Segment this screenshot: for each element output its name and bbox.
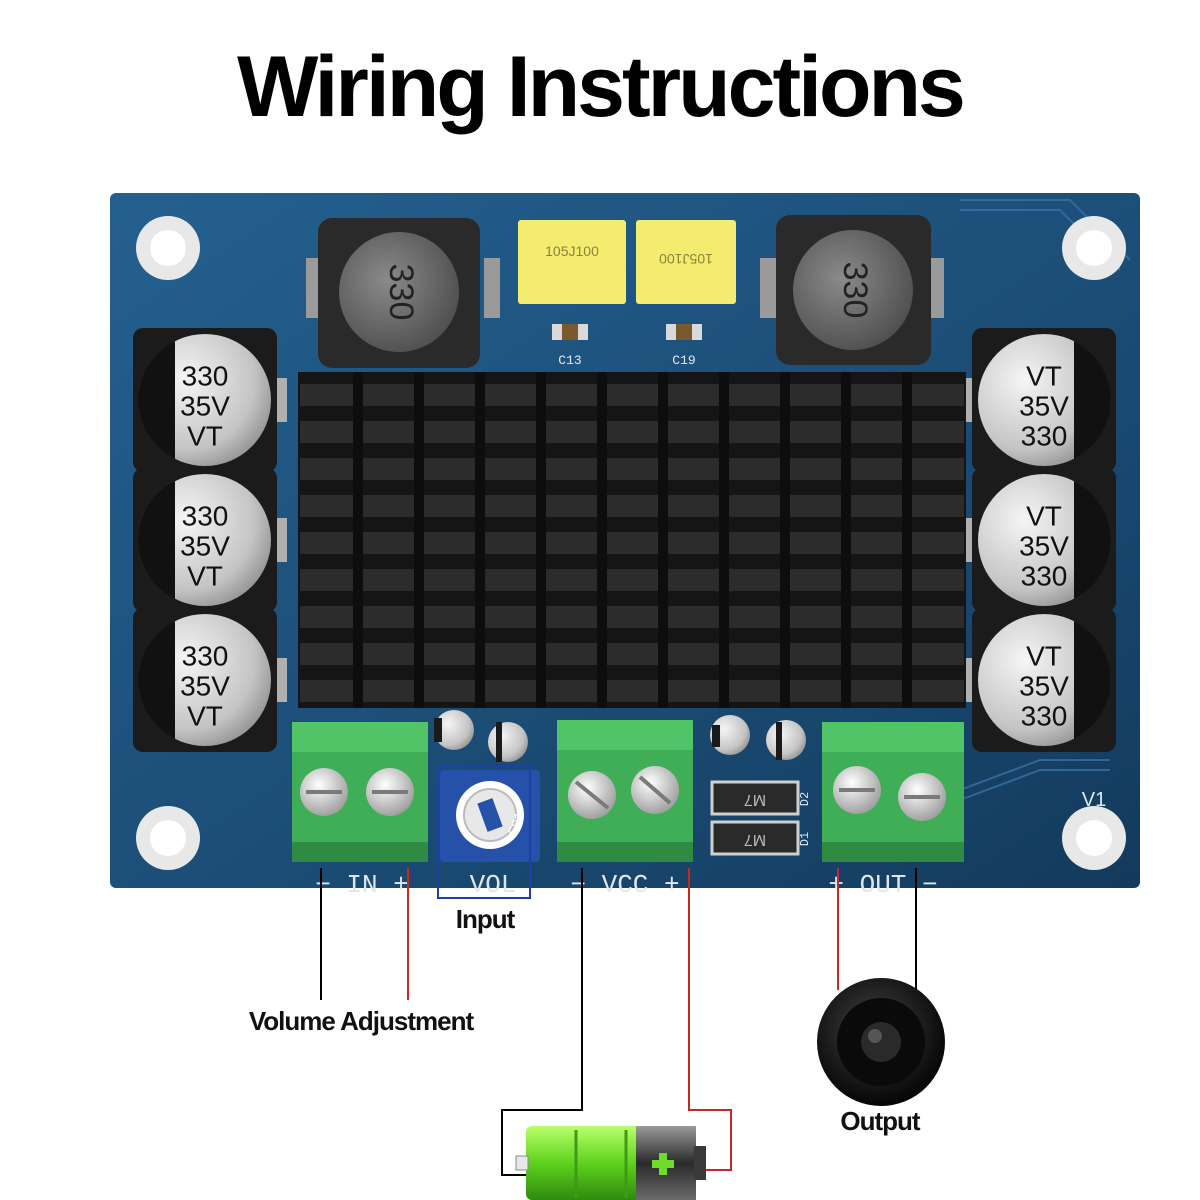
heatsink-fin	[300, 606, 964, 628]
svg-text:D1: D1	[798, 832, 812, 846]
heatsink	[298, 372, 966, 708]
heatsink-fin	[300, 643, 964, 665]
svg-text:M7: M7	[744, 831, 766, 848]
terminal-block-vcc[interactable]	[557, 720, 693, 862]
smd-capacitor: C19	[666, 324, 702, 368]
terminal-block-out[interactable]	[822, 722, 964, 862]
silkscreen-vol: VOL	[470, 870, 517, 900]
heatsink-groove	[658, 372, 668, 708]
film-capacitor: 105J100	[636, 220, 736, 304]
silkscreen-vcc: − VCC +	[570, 870, 679, 900]
capacitor-label: VT	[187, 420, 223, 451]
silkscreen-out: + OUT −	[828, 870, 937, 900]
battery-icon	[515, 1126, 706, 1200]
mounting-hole	[136, 806, 200, 870]
capacitor-label: 35V	[180, 530, 230, 561]
svg-text:D2: D2	[798, 792, 812, 806]
svg-text:105J100: 105J100	[659, 251, 713, 267]
heatsink-groove	[536, 372, 546, 708]
capacitor-label: VT	[1026, 360, 1062, 391]
small-capacitor	[710, 715, 750, 755]
version-label: V1	[1082, 789, 1106, 811]
capacitor-label: VT	[1026, 640, 1062, 671]
inductor-left: 330	[306, 218, 500, 368]
heatsink-groove	[719, 372, 729, 708]
svg-text:M7: M7	[744, 791, 766, 808]
diode: M7 D1	[710, 820, 812, 856]
capacitor-label: 35V	[180, 390, 230, 421]
svg-text:C19: C19	[672, 353, 695, 368]
capacitor-label: 35V	[1019, 390, 1069, 421]
capacitor-label: 330	[182, 360, 229, 391]
heatsink-fin	[300, 458, 964, 480]
heatsink-fin	[300, 421, 964, 443]
capacitor-label: 330	[182, 640, 229, 671]
small-capacitor	[766, 720, 806, 760]
svg-text:C13: C13	[558, 353, 581, 368]
capacitor-label: 35V	[1019, 670, 1069, 701]
capacitor-label: 330	[1021, 420, 1068, 451]
inductor-label: 330	[836, 262, 874, 319]
inductor-right: 330	[760, 215, 944, 365]
svg-text:105J100: 105J100	[545, 243, 599, 259]
mounting-hole	[136, 216, 200, 280]
capacitor-label: 330	[1021, 700, 1068, 731]
heatsink-fin	[300, 532, 964, 554]
heatsink-groove	[597, 372, 607, 708]
mounting-hole	[1062, 806, 1126, 870]
capacitor-label: 330	[182, 500, 229, 531]
heatsink-fin	[300, 495, 964, 517]
heatsink-groove	[475, 372, 485, 708]
heatsink-groove	[414, 372, 424, 708]
diode: M7 D2	[710, 780, 812, 816]
wire-vcc-positive	[688, 868, 732, 1171]
capacitor-label: 330	[1021, 560, 1068, 591]
label-input: Input	[456, 904, 516, 934]
heatsink-fin	[300, 569, 964, 591]
small-capacitor	[488, 722, 528, 762]
capacitor-label: 35V	[1019, 530, 1069, 561]
small-capacitor	[434, 710, 474, 750]
mounting-hole	[1062, 216, 1126, 280]
heatsink-groove	[841, 372, 851, 708]
terminal-block-in[interactable]	[292, 722, 428, 862]
label-volume-adjustment: Volume Adjustment	[249, 1006, 475, 1036]
volume-potentiometer[interactable]: E01	[440, 770, 540, 862]
page-title: Wiring Instructions	[237, 39, 966, 135]
smd-capacitor: C13	[552, 324, 588, 368]
label-output: Output	[840, 1106, 921, 1136]
heatsink-groove	[902, 372, 912, 708]
heatsink-groove	[780, 372, 790, 708]
capacitor-label: VT	[187, 560, 223, 591]
heatsink-fin	[300, 680, 964, 702]
film-capacitor: 105J100	[518, 220, 626, 304]
input-highlight	[437, 765, 531, 899]
speaker-icon	[817, 978, 945, 1106]
wire-vcc-negative	[501, 868, 583, 1176]
capacitor-label: VT	[187, 700, 223, 731]
heatsink-fin	[300, 384, 964, 406]
capacitor-label: VT	[1026, 500, 1062, 531]
inductor-label: 330	[382, 264, 420, 321]
capacitor-label: 35V	[180, 670, 230, 701]
heatsink-groove	[353, 372, 363, 708]
silkscreen-in: − IN +	[315, 870, 409, 900]
